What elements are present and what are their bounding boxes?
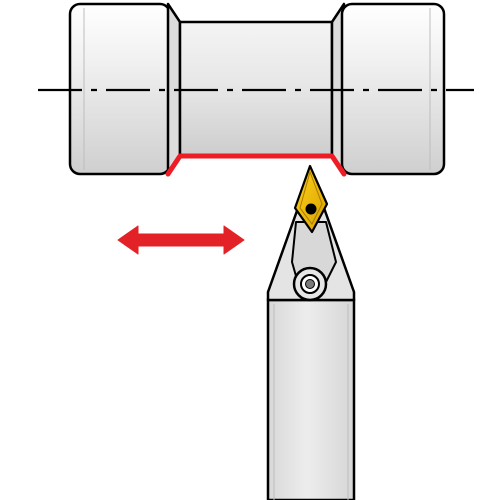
toolholder-shank (266, 298, 356, 500)
feed-direction-arrow (117, 225, 245, 255)
clamp-screw (292, 266, 328, 302)
cutting-insert (293, 164, 329, 234)
insert-screw-icon (305, 203, 317, 215)
toolholder (266, 206, 356, 500)
machined-profile (165, 153, 347, 177)
